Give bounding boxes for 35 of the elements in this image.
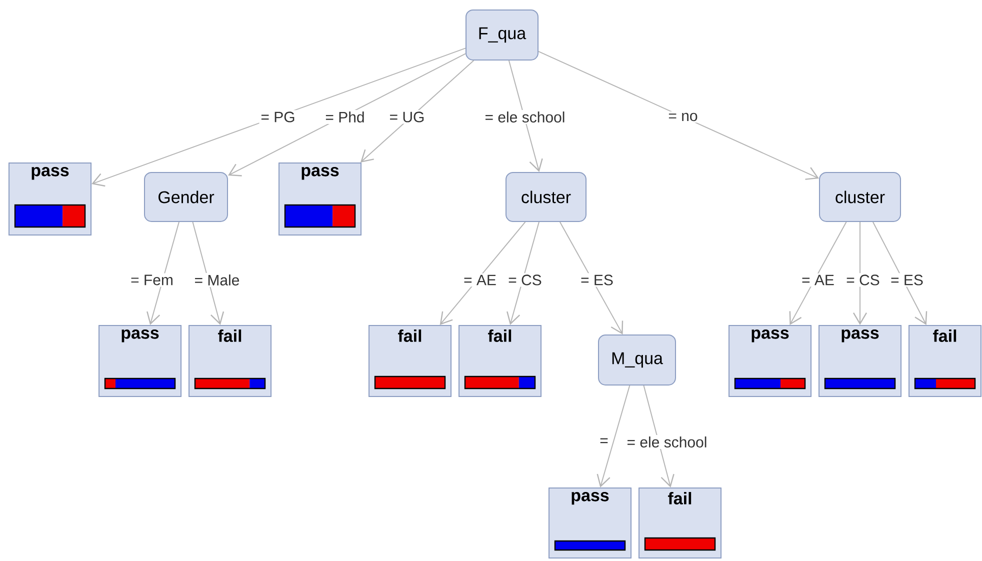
edge-label: = Male bbox=[192, 272, 242, 287]
decision-box: M_qua bbox=[598, 334, 676, 386]
arrow bbox=[506, 222, 540, 325]
decision-box: F_qua bbox=[466, 10, 538, 60]
arrow bbox=[596, 384, 630, 488]
edge-label: = ele school bbox=[625, 434, 709, 449]
arrow bbox=[146, 222, 180, 325]
edge-label: = ES bbox=[889, 273, 925, 287]
arrow bbox=[852, 222, 868, 325]
edge-label: = UG bbox=[388, 110, 426, 124]
arrow bbox=[643, 384, 674, 488]
arrow bbox=[508, 60, 543, 172]
arrow bbox=[228, 53, 466, 176]
edge-label: = PG bbox=[259, 110, 297, 124]
edge-label: = Phd bbox=[324, 110, 366, 124]
decision-box: Gender bbox=[144, 172, 228, 222]
decision-box: cluster bbox=[819, 172, 901, 222]
arrow bbox=[92, 48, 466, 187]
edge-label: = AE bbox=[462, 273, 498, 287]
edge-label: = bbox=[598, 436, 610, 448]
arrow bbox=[789, 222, 847, 325]
arrow bbox=[872, 222, 928, 325]
decision-box: cluster bbox=[506, 172, 586, 222]
edge-label: = AE bbox=[800, 273, 836, 287]
arrow bbox=[559, 222, 624, 334]
arrow bbox=[192, 222, 224, 325]
arrow bbox=[360, 60, 474, 162]
arrow bbox=[440, 222, 526, 325]
edge-label: = no bbox=[666, 111, 700, 123]
edge-label: = ele school bbox=[483, 110, 567, 124]
edge-label: = CS bbox=[506, 273, 544, 287]
edge-label: = CS bbox=[844, 273, 882, 287]
arrow bbox=[538, 50, 819, 180]
edge-label: = ES bbox=[579, 273, 615, 287]
edge-label: = Fem bbox=[129, 273, 175, 287]
